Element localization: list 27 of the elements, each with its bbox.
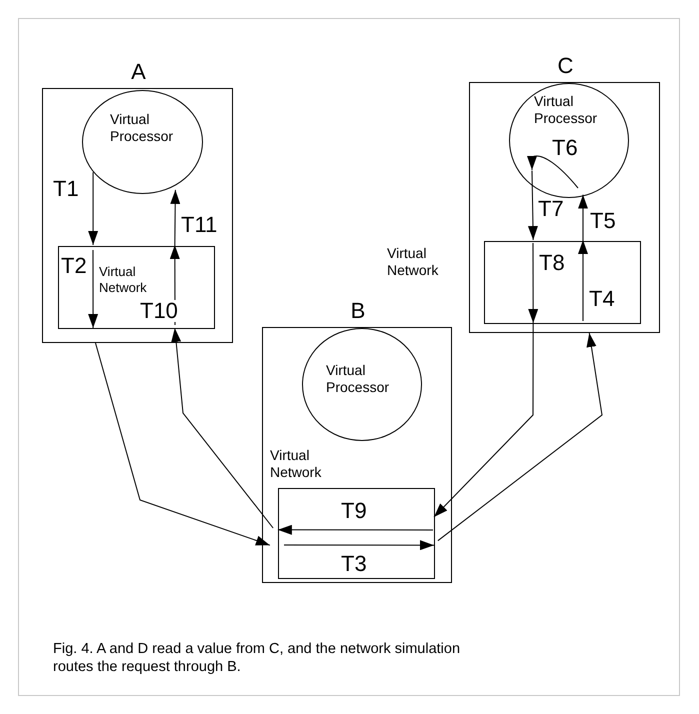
processor-circle xyxy=(302,328,422,441)
edge-label: T10 xyxy=(139,300,179,322)
arrow xyxy=(578,194,588,240)
node-label: Virtual Processor xyxy=(110,111,174,145)
arrow xyxy=(170,189,180,246)
arrow xyxy=(88,172,98,246)
arrow xyxy=(284,540,434,550)
processor-circle xyxy=(82,90,203,194)
arrow xyxy=(437,332,603,542)
network-box xyxy=(58,246,215,329)
node-label: Virtual Network xyxy=(99,264,148,296)
arrow xyxy=(528,242,538,324)
box-heading: B xyxy=(350,298,366,324)
arrow xyxy=(95,342,270,546)
node-label: Virtual Network xyxy=(270,447,322,481)
arrow xyxy=(171,328,274,528)
side-label: Virtual Network xyxy=(387,245,440,279)
arrow xyxy=(88,250,98,328)
arrow xyxy=(434,322,534,518)
node-label: Virtual Processor xyxy=(326,362,390,396)
arrow xyxy=(578,240,588,322)
arrow xyxy=(277,524,434,535)
figure-caption: Fig. 4. A and D read a value from C, and the network simulation routes the request through B. xyxy=(53,640,462,676)
box-heading: A xyxy=(130,59,147,86)
box-heading: C xyxy=(556,53,574,80)
node-label: Virtual Processor xyxy=(534,93,598,127)
arrow xyxy=(528,170,538,240)
